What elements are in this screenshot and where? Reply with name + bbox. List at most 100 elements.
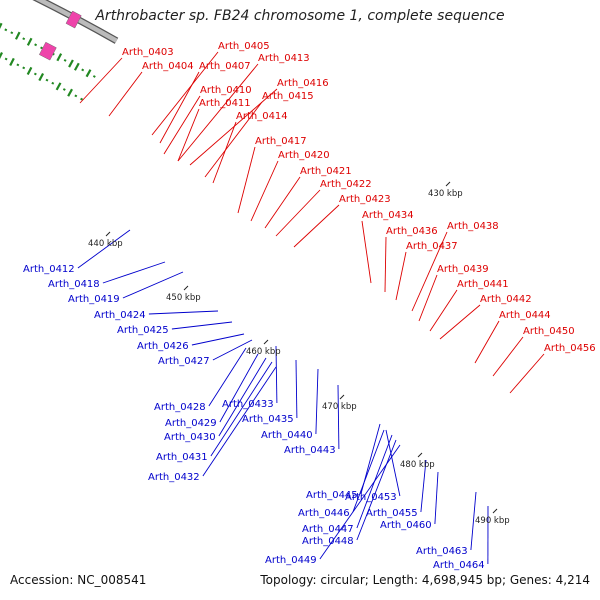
forward-leader — [395, 251, 407, 301]
gc-dot — [14, 31, 21, 40]
forward-leader — [189, 88, 278, 166]
reverse-gene-label: Arth_0424 — [94, 310, 146, 321]
scale-label: 460 kbp — [246, 347, 281, 357]
reverse-gene-label: Arth_0428 — [154, 402, 206, 413]
forward-leader — [264, 176, 301, 229]
gc-dot — [38, 72, 45, 82]
reverse-leader — [171, 321, 233, 330]
forward-gene-label: Arth_0438 — [447, 221, 499, 232]
gc-dot — [26, 66, 33, 75]
gc-dot — [26, 37, 33, 46]
reverse-gene-label: Arth_0460 — [380, 520, 432, 531]
gc-dot — [85, 69, 92, 78]
reverse-gene-label: Arth_0449 — [265, 555, 317, 566]
scale-tick — [417, 452, 423, 458]
forward-leader — [439, 304, 481, 340]
reverse-gene-label: Arth_0431 — [156, 452, 208, 463]
forward-leader — [250, 160, 279, 222]
forward-gene-label: Arth_0456 — [544, 343, 596, 354]
forward-gene-label: Arth_0450 — [523, 326, 575, 337]
feature-block — [39, 41, 57, 61]
reverse-leader — [434, 471, 439, 525]
forward-gene-label: Arth_0439 — [437, 264, 489, 275]
reverse-leader — [148, 310, 219, 315]
forward-gene-label: Arth_0416 — [277, 78, 329, 89]
forward-gene-label: Arth_0442 — [480, 294, 532, 305]
forward-leader — [237, 146, 256, 214]
forward-gene-label: Arth_0413 — [258, 53, 310, 64]
forward-gene-label: Arth_0414 — [236, 111, 288, 122]
scale-tick — [445, 181, 451, 187]
forward-gene-label: Arth_0417 — [255, 136, 307, 147]
reverse-leader — [208, 347, 247, 407]
gc-dot — [74, 94, 78, 98]
gc-dot — [80, 97, 84, 101]
gc-dot — [0, 51, 3, 61]
reverse-gene-label: Arth_0418 — [48, 279, 100, 290]
forward-leader — [509, 353, 545, 394]
scale-label: 430 kbp — [428, 189, 463, 199]
scale-tick — [492, 508, 498, 514]
forward-leader — [151, 51, 219, 136]
forward-leader — [108, 71, 143, 117]
reverse-leader — [102, 261, 166, 284]
reverse-gene-label: Arth_0445 — [306, 490, 358, 501]
gc-dot — [68, 59, 74, 68]
gc-dot — [45, 78, 49, 82]
forward-gene-label: Arth_0404 — [142, 61, 194, 72]
gene-features — [39, 10, 82, 61]
gc-dot — [16, 63, 20, 67]
reverse-leader — [77, 229, 131, 269]
gc-dot — [56, 53, 63, 62]
forward-gene-label: Arth_0422 — [320, 179, 372, 190]
gc-dot — [62, 88, 66, 91]
forward-leader — [79, 57, 123, 104]
gc-dot — [92, 75, 96, 78]
reverse-gene-label: Arth_0432 — [148, 472, 200, 483]
forward-leader — [361, 220, 372, 284]
reverse-gene-label: Arth_0433 — [222, 399, 274, 410]
reverse-leader — [319, 444, 401, 560]
forward-leader — [212, 121, 237, 184]
forward-gene-label: Arth_0410 — [200, 85, 252, 96]
scale-label: 490 kbp — [475, 516, 510, 526]
scale-label: 480 kbp — [400, 460, 435, 470]
scale-label: 440 kbp — [88, 239, 123, 249]
forward-leader — [492, 336, 524, 377]
reverse-gene-label: Arth_0429 — [165, 418, 217, 429]
forward-gene-label: Arth_0415 — [262, 91, 314, 102]
scale-label: 470 kbp — [322, 402, 357, 412]
reverse-leader — [337, 384, 340, 450]
reverse-leader — [352, 429, 385, 513]
topology-summary: Topology: circular; Length: 4,698,945 bp… — [260, 573, 590, 587]
forward-gene-label: Arth_0423 — [339, 194, 391, 205]
forward-gene-label: Arth_0403 — [122, 47, 174, 58]
forward-gene-label: Arth_0405 — [218, 41, 270, 52]
gc-dot — [22, 66, 26, 70]
reverse-leader — [420, 459, 427, 513]
reverse-gene-label: Arth_0463 — [416, 546, 468, 557]
forward-gene-label: Arth_0407 — [199, 61, 251, 72]
reverse-gene-label: Arth_0435 — [242, 414, 294, 425]
map-title: Arthrobacter sp. FB24 chromosome 1, comp… — [95, 8, 505, 24]
forward-gene-label: Arth_0411 — [199, 98, 251, 109]
reverse-leader — [191, 333, 245, 346]
reverse-gene-label: Arth_0455 — [366, 508, 418, 519]
reverse-leader — [218, 357, 267, 437]
forward-leader — [411, 231, 448, 312]
gene-labels: Arth_0403Arth_0404Arth_0405Arth_0407Arth… — [23, 41, 596, 571]
gc-dot — [4, 57, 8, 61]
forward-leader — [275, 189, 321, 237]
reverse-leader — [356, 439, 397, 541]
reverse-leader — [315, 368, 319, 435]
reverse-gene-label: Arth_0453 — [345, 492, 397, 503]
reverse-gene-label: Arth_0446 — [298, 508, 350, 519]
reverse-leader — [122, 271, 184, 299]
forward-leader — [177, 63, 259, 162]
gc-dot — [0, 22, 3, 31]
reverse-leader — [210, 361, 273, 457]
reverse-leader — [295, 359, 298, 419]
gc-dot — [73, 62, 80, 71]
